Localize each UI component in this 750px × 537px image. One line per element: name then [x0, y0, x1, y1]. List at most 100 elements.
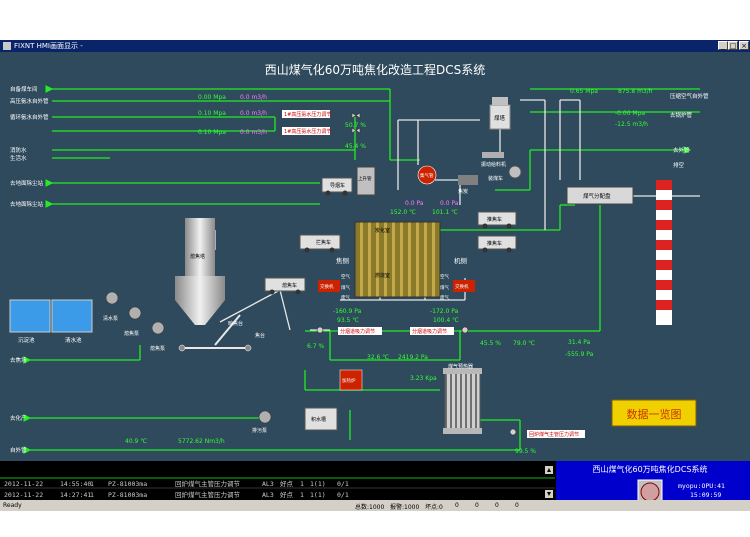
- ascension-pipe[interactable]: [356, 166, 376, 196]
- gas-main-drum[interactable]: [417, 165, 437, 185]
- gas-distributor[interactable]: [566, 186, 634, 205]
- controller-tag-c5[interactable]: [527, 430, 585, 438]
- alarm-row-1-q: 1(1): [310, 480, 326, 488]
- reading-r3b: 0.0 m3/h: [240, 129, 267, 136]
- valve-3[interactable]: [316, 326, 324, 334]
- valve-4[interactable]: [461, 326, 469, 334]
- reading-r9: 101.1 ℃: [432, 209, 458, 216]
- reversing-unit-left[interactable]: [318, 280, 340, 292]
- status-alarm: 报警:1000: [390, 504, 420, 511]
- label-steam-out: 去外管: [673, 146, 690, 154]
- heating-furnace[interactable]: [339, 369, 363, 391]
- vehicles: 导烟车 拦焦车 熄焦车 推焦车 推焦车: [264, 177, 517, 295]
- controller-label-c5: 回炉煤气主管压力调节: [529, 431, 579, 438]
- reading-r3: 0.10 Mpa: [198, 129, 226, 136]
- status-c1: 0: [455, 502, 459, 509]
- coal-feeder-label: 振动给料机: [481, 161, 506, 168]
- window-titlebar[interactable]: FIXNT HMI画面显示 - _ □ ×: [0, 40, 750, 52]
- pump-clear[interactable]: [105, 291, 119, 305]
- reading-r1: 0.00 Mpa: [198, 94, 226, 101]
- label-circ-ammonia: 循环氨水自外管: [10, 113, 49, 121]
- minimize-button[interactable]: _: [718, 41, 728, 50]
- coke-rake-label: 晾焦台: [228, 320, 243, 327]
- alarm-row-1-time: 14:55:40: [60, 480, 91, 488]
- clear-water-pool: [51, 299, 93, 333]
- pump-quench-a[interactable]: [128, 306, 142, 320]
- data-overview-button[interactable]: [611, 399, 697, 427]
- label-coke-removal-1: 去地面除尘站: [10, 179, 44, 187]
- label-to-boiler: 去锅炉管: [670, 111, 693, 119]
- alarm-table-header: [0, 465, 555, 479]
- controller-label-c2: 1#高压氨水压力调节: [284, 128, 331, 135]
- window-title: FIXNT HMI画面显示 -: [14, 42, 83, 50]
- valve-5[interactable]: [509, 428, 517, 436]
- quench-tower[interactable]: [185, 218, 215, 276]
- reading-r12: -160.9 Pa: [333, 308, 362, 315]
- reading-r11: 0.0 Pa: [440, 200, 459, 207]
- charger-motor[interactable]: [508, 165, 522, 179]
- controller-tag-c1[interactable]: [282, 110, 330, 118]
- exhaust-label: 排空: [673, 161, 685, 169]
- maximize-button[interactable]: □: [728, 41, 738, 50]
- water-tank[interactable]: [304, 407, 338, 431]
- status-ready: Ready: [3, 502, 22, 509]
- controller-tag-c3[interactable]: [338, 327, 382, 335]
- quench-tower-label: 熄焦塔: [190, 253, 205, 260]
- coke-pusher-2[interactable]: [477, 235, 517, 250]
- belt-label: 焦台: [255, 332, 265, 339]
- alarm-row-2-state: 好点: [280, 490, 294, 499]
- scroll-down-icon[interactable]: [547, 492, 551, 496]
- machine-side-label: 机侧: [454, 256, 467, 265]
- pump-quench-b[interactable]: [151, 321, 165, 335]
- gas-left-label: 煤气: [341, 284, 350, 291]
- air-left-label: 空气: [341, 273, 350, 280]
- process-diagram: 西山煤气化60万吨焦化改造工程DCS系统: [9, 62, 709, 455]
- pump-quench-b-label: 熄焦泵: [150, 345, 165, 352]
- reading-r20: -555.9 Pa: [565, 351, 594, 358]
- alarm-row-1-p: 1: [300, 480, 304, 488]
- coke-pusher-1[interactable]: [477, 211, 517, 226]
- alarm-row-1-desc: 回炉煤气主管压力调节: [175, 479, 241, 488]
- gas-preheater-label: 煤气预热器: [448, 363, 473, 370]
- water-tank-label: 积水槽: [311, 416, 326, 423]
- label-quench-pool: 沉淀池: [18, 336, 35, 344]
- status-total: 总数:1000: [355, 504, 385, 511]
- gas-guide-car[interactable]: [321, 177, 353, 193]
- coke-guide-car[interactable]: [299, 234, 341, 250]
- scroll-up-icon[interactable]: [547, 468, 551, 472]
- alarm-row-2-num: 1: [90, 491, 94, 499]
- reversing-unit-right[interactable]: [453, 280, 475, 292]
- alarm-row-2[interactable]: 2012-11-22 14:27:41 1 PZ-81003ma 回炉煤气主管压…: [4, 490, 349, 499]
- pump-drain[interactable]: [258, 410, 272, 424]
- valve-2[interactable]: [351, 127, 361, 134]
- alarm-row-1-date: 2012-11-22: [4, 480, 43, 488]
- label-high-pressure: 高压氨水自外管: [10, 97, 49, 105]
- valve-1[interactable]: [351, 112, 361, 119]
- quench-car[interactable]: [264, 277, 306, 292]
- gas-preheater[interactable]: [444, 371, 481, 431]
- pump-quench-a-label: 熄焦泵: [124, 330, 139, 337]
- controller-tag-c4[interactable]: [410, 327, 454, 335]
- diagram-title: 西山煤气化60万吨焦化改造工程DCS系统: [265, 62, 486, 77]
- reading-r17: 45.5 %: [480, 340, 501, 347]
- reading-r6b: 875.8 m3/h: [618, 88, 653, 95]
- coal-feeder[interactable]: [482, 152, 504, 158]
- close-button[interactable]: ×: [739, 41, 749, 50]
- controller-label-c3: 分烟道吸力调节: [340, 328, 375, 335]
- coal-tower-label: 煤塔: [494, 114, 506, 122]
- alarm-row-2-desc: 回炉煤气主管压力调节: [175, 490, 241, 499]
- alarm-row-2-date: 2012-11-22: [4, 491, 43, 499]
- coke-oven-battery[interactable]: [354, 221, 441, 298]
- alarm-row-1[interactable]: 2012-11-22 14:55:40 1 PZ-81003ma 回炉煤气主管压…: [4, 479, 349, 488]
- status-c2: 0: [475, 502, 479, 509]
- controller-tag-c2[interactable]: [282, 127, 330, 135]
- coke-box: [458, 175, 478, 185]
- process-canvas: 西山煤气化60万吨焦化改造工程DCS系统: [0, 52, 750, 461]
- alarm-row-2-alm: AL3: [262, 491, 274, 499]
- alarm-scroll-buttons[interactable]: [545, 466, 553, 498]
- coke-oven-label: 炭化室: [375, 227, 390, 234]
- reading-r18: 79.0 ℃: [513, 340, 535, 347]
- coal-tower-top: [492, 97, 508, 105]
- quench-car-label: 熄焦车: [282, 282, 297, 289]
- chimney: [656, 180, 672, 325]
